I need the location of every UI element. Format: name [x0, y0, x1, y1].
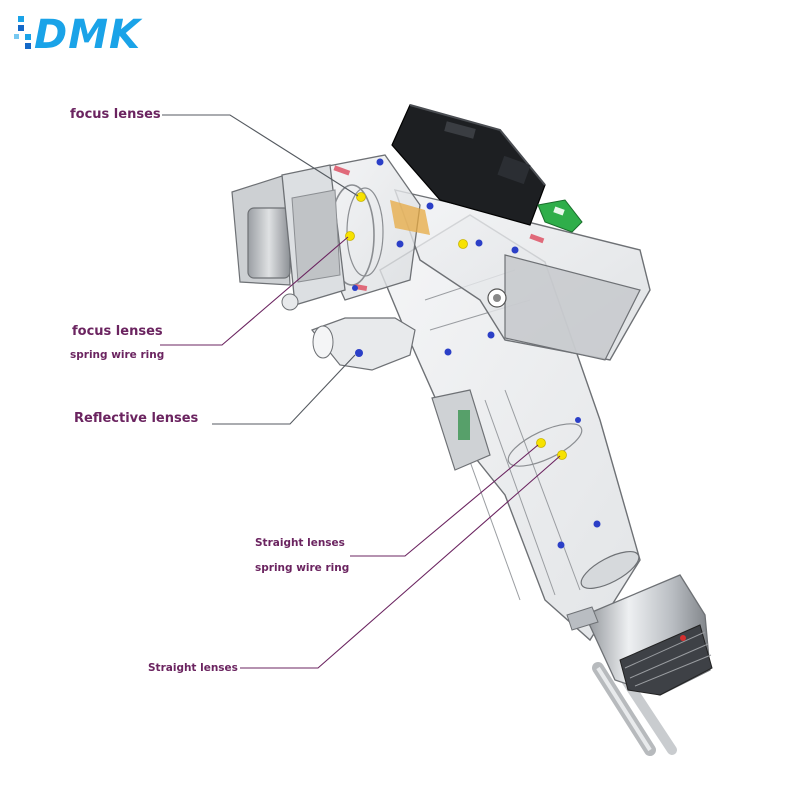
- label-focus-lenses-mid: focus lenses: [72, 324, 163, 339]
- trigger-housing: [431, 389, 491, 471]
- dmk-logo: DMK: [14, 12, 143, 54]
- label-straight-lenses-mid: Straight lenses: [255, 537, 345, 549]
- red-markers: [333, 165, 545, 291]
- black-module-icon: [391, 104, 546, 226]
- yellow-lens-markers: [345, 192, 567, 460]
- label-straight-lenses-bottom: Straight lenses: [148, 662, 238, 674]
- blue-screws: [352, 158, 601, 549]
- motor-block: [231, 164, 346, 311]
- logo-pixels: [14, 16, 31, 49]
- reflective-lens-holder: [311, 317, 416, 371]
- nozzle-icon: [566, 574, 713, 696]
- label-focus-lenses-top: focus lenses: [70, 107, 161, 122]
- label-spring-wire-ring-2: spring wire ring: [255, 562, 350, 574]
- label-reflective-lenses: Reflective lenses: [74, 411, 199, 426]
- focus-lens-barrel: [317, 154, 430, 301]
- upper-housing: [393, 189, 651, 361]
- leader-lines: [160, 114, 561, 669]
- label-spring-wire-ring-1: spring wire ring: [70, 349, 165, 361]
- green-indicator-icon: [537, 199, 583, 233]
- logo-text: DMK: [34, 12, 143, 54]
